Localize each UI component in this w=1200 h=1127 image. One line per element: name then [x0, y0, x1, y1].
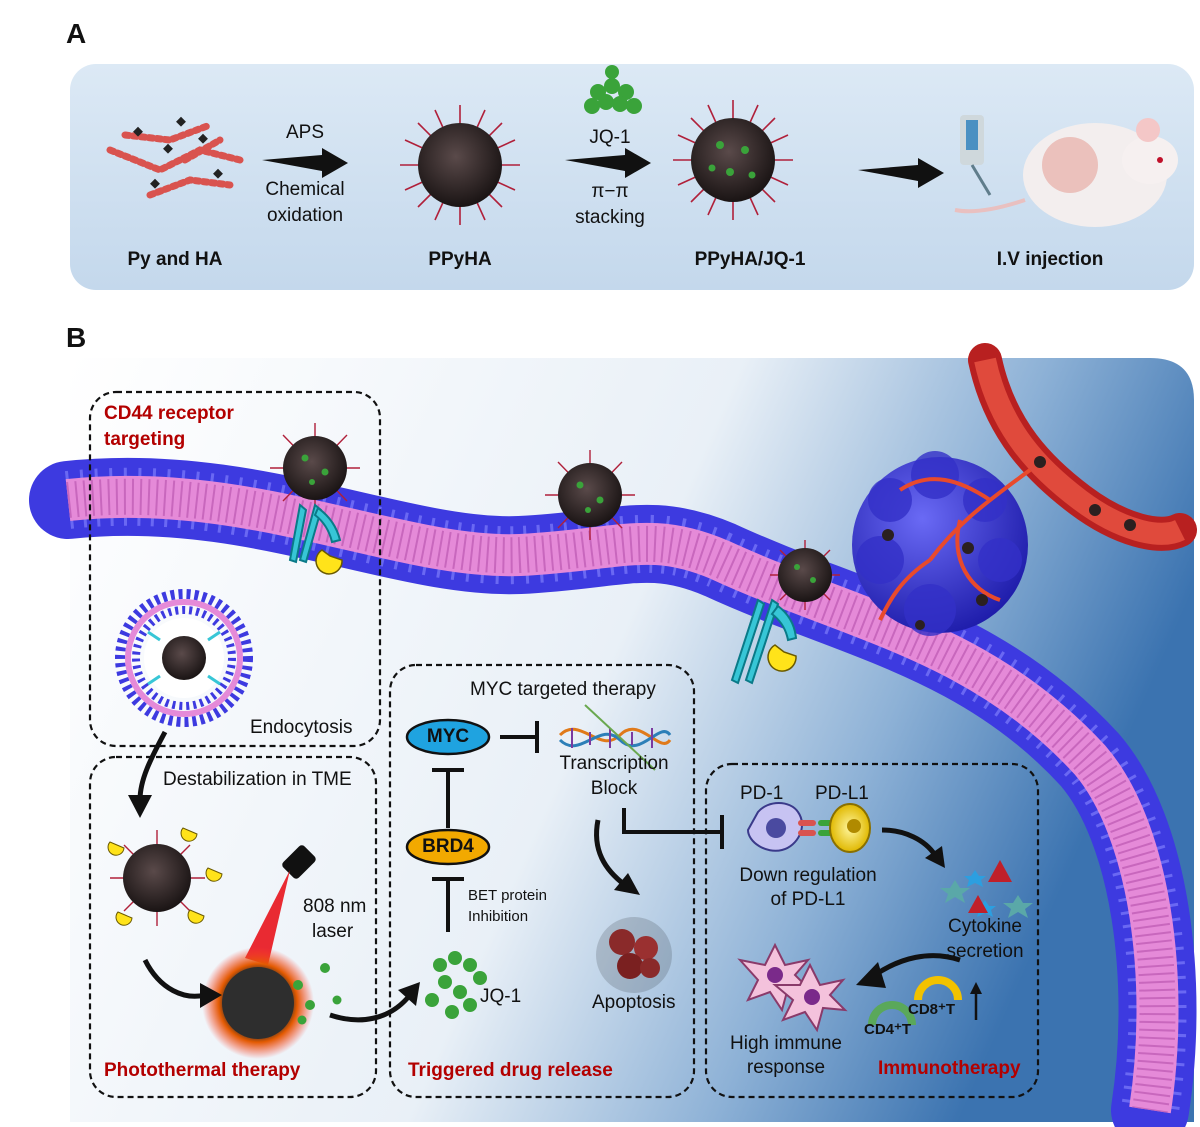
- arrow-cytokine-icon: [881, 827, 945, 868]
- ppyha-nanoparticle-icon: [400, 105, 520, 225]
- myc-oval: [405, 718, 491, 756]
- cd4-label: CD4⁺T: [864, 1021, 912, 1038]
- immune-cell-pd1-icon: [746, 802, 816, 852]
- arrow1-bottom-label-2: oxidation: [266, 205, 344, 226]
- myc-label: MYC: [426, 726, 470, 747]
- arrow-immune-icon: [856, 953, 961, 988]
- mouse-injection-icon: [954, 115, 1178, 227]
- step-ppyha-jq1: PPyHA/JQ-1: [694, 249, 806, 270]
- arrow1-top-label: APS: [285, 122, 325, 143]
- nanoparticle-receptor-1-icon: [270, 423, 360, 513]
- destabilized-nanoparticle-icon: [107, 827, 223, 926]
- step-iv-injection: I.V injection: [996, 249, 1104, 270]
- inhibition-lines: [432, 721, 724, 932]
- cd44-title-2: targeting: [104, 429, 186, 450]
- dna-icon: [558, 704, 672, 771]
- apoptosis-label: Apoptosis: [592, 992, 676, 1013]
- blood-vessel-icon: [968, 343, 1197, 551]
- panel-a-letter: A: [66, 18, 87, 49]
- cytokine-icon: [940, 860, 1033, 918]
- cd8-label: CD8⁺T: [908, 1001, 956, 1018]
- step-ppyha: PPyHA: [428, 249, 492, 270]
- jq1-clover-cluster-icon: [584, 65, 642, 114]
- immunotherapy-title: Immunotherapy: [878, 1058, 1021, 1079]
- tumor-icon: [852, 451, 1032, 636]
- arrow2-top-label: JQ-1: [589, 127, 631, 148]
- laser-icon: [245, 845, 316, 965]
- cd44-receptor-1-icon: [288, 503, 343, 575]
- bet-label-2: Inhibition: [468, 908, 529, 925]
- triggered-title: Triggered drug release: [408, 1060, 613, 1081]
- arrow2-bottom-label-2: stacking: [575, 207, 645, 228]
- pd1-label: PD-1: [740, 783, 784, 804]
- up-arrow-icon: [970, 982, 982, 1020]
- cytokine-label-1: Cytokine: [948, 916, 1022, 937]
- laser-label-2: laser: [312, 921, 354, 942]
- bet-label-1: BET protein: [468, 887, 547, 904]
- high-immune-label-2: response: [746, 1057, 826, 1078]
- transcription-label-2: Block: [590, 778, 638, 799]
- box-immunotherapy: [704, 762, 1040, 1099]
- box-drug-release: [388, 663, 696, 1099]
- arrow-1-icon: [262, 148, 348, 178]
- arrow-2-icon: [565, 148, 651, 178]
- transcription-label-1: Transcription: [559, 753, 669, 774]
- jq1-label: JQ-1: [480, 986, 522, 1007]
- arrow-3-icon: [858, 158, 944, 188]
- arrow-apoptosis-icon: [594, 819, 640, 895]
- ha-dots-icon: [133, 116, 223, 189]
- arrow-to-jq1-icon: [329, 982, 420, 1023]
- arrow1-bottom-label-1: Chemical: [265, 179, 345, 200]
- arrow-to-heated-icon: [142, 958, 222, 1008]
- cd44-receptor-2-icon: [730, 598, 798, 685]
- pdl1-label: PD-L1: [815, 783, 869, 804]
- high-immune-label-1: High immune: [730, 1033, 842, 1054]
- myc-targeted-label: MYC targeted therapy: [470, 679, 656, 700]
- nanoparticle-receptor-2-icon: [770, 540, 840, 610]
- dendritic-cells-icon: [737, 942, 848, 1033]
- photothermal-title: Photothermal therapy: [104, 1060, 301, 1081]
- endosome-icon: [115, 589, 253, 727]
- arrow2-bottom-label-1: π−π: [591, 181, 629, 202]
- brd4-label: BRD4: [422, 836, 474, 857]
- arrow-endocytosis-icon: [128, 730, 168, 818]
- endocytosis-label: Endocytosis: [250, 717, 353, 738]
- laser-label-1: 808 nm: [303, 896, 367, 917]
- dashed-boxes: [88, 390, 1040, 1099]
- nanoparticle-free-icon: [545, 450, 635, 540]
- box-photothermal: [88, 755, 378, 1099]
- down-regulation-label-1: Down regulation: [739, 865, 877, 886]
- down-regulation-label-2: of PD-L1: [770, 889, 846, 910]
- cytokine-label-2: secretion: [946, 941, 1024, 962]
- panel-a-background: [70, 64, 1194, 290]
- destabilization-label: Destabilization in TME: [163, 769, 352, 790]
- apoptotic-cells-icon: [596, 917, 672, 993]
- heated-nanoparticle-icon: [202, 947, 342, 1059]
- tumor-cell-pdl1-icon: [818, 803, 871, 853]
- brd4-oval: [405, 828, 491, 866]
- cd44-title-1: CD44 receptor: [104, 403, 234, 424]
- t-cells-icon: [868, 976, 962, 1026]
- ppyha-jq1-nanoparticle-icon: [673, 100, 793, 220]
- jq1-clovers-icon: [425, 951, 487, 1019]
- py-ha-chains-icon: [106, 121, 244, 199]
- cell-membrane-icon: [29, 457, 1197, 1127]
- box-cd44: [88, 390, 382, 748]
- panel-b-letter: B: [66, 322, 87, 353]
- step-py-ha: Py and HA: [127, 249, 223, 270]
